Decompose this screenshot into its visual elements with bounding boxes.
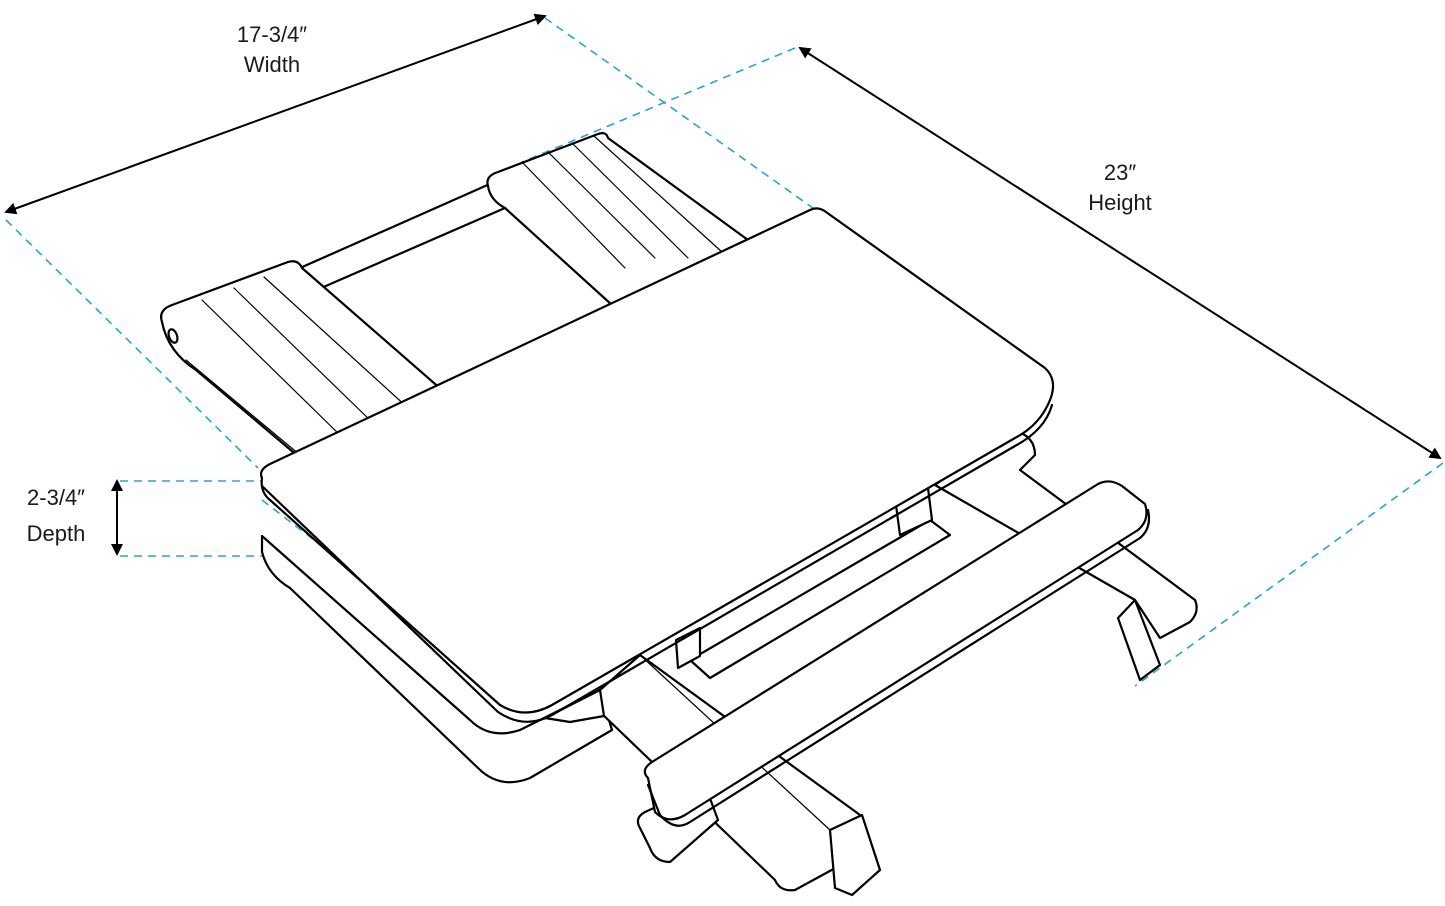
back-slat-panel	[486, 132, 750, 307]
guide-lines	[5, 17, 1444, 687]
lower-tray	[260, 534, 614, 784]
depth-label: Depth	[27, 521, 86, 546]
guide-width-left	[5, 219, 259, 469]
back-rod	[298, 181, 508, 294]
height-value: 23″	[1104, 160, 1136, 185]
left-block	[543, 688, 606, 724]
depth-value: 2-3/4″	[27, 485, 85, 510]
width-arrow	[4, 13, 547, 215]
front-slat-lines	[185, 276, 409, 456]
middle-rail	[688, 518, 952, 680]
guide-height-bottom	[1134, 462, 1444, 687]
guide-height-top	[521, 47, 796, 163]
guide-width-right	[544, 17, 969, 319]
front-slat-pivot	[167, 328, 179, 344]
guide-base-corner	[261, 499, 341, 561]
dimension-labels: 17-3/4″ Width 23″ Height 2-3/4″ Depth	[27, 22, 1152, 546]
width-value: 17-3/4″	[237, 22, 307, 47]
front-base-rail	[643, 480, 1148, 821]
rear-base-post	[1116, 598, 1162, 682]
top-board-edge	[260, 403, 1054, 723]
center-strut-foot	[828, 813, 882, 897]
front-block	[674, 626, 702, 670]
back-slat-lines	[521, 135, 723, 269]
top-board	[259, 207, 1055, 714]
front-base-rail-edge	[646, 508, 1151, 827]
height-label: Height	[1088, 190, 1152, 215]
dimension-arrows	[4, 13, 1442, 556]
height-arrow	[798, 46, 1442, 460]
width-label: Width	[244, 52, 300, 77]
footrest-illustration	[160, 132, 1198, 897]
